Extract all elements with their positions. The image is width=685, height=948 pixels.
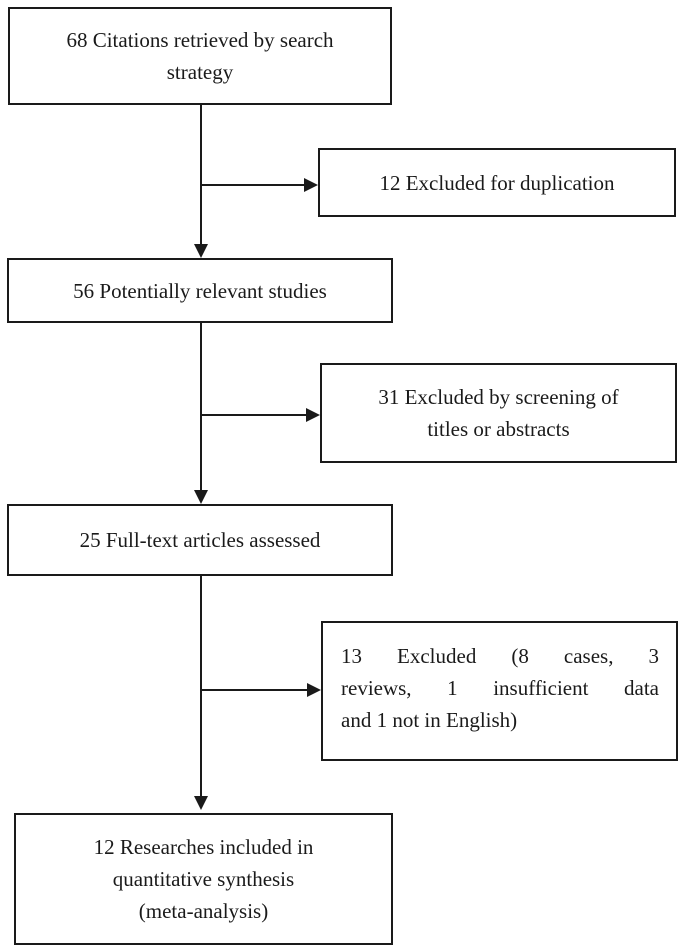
box-excluded-duplication: 12 Excluded for duplication bbox=[318, 148, 676, 217]
connector-citations-to-relevant bbox=[200, 105, 202, 244]
box-text-line: (meta-analysis) bbox=[138, 899, 269, 923]
box-excluded-screening: 31 Excluded by screening of titles or ab… bbox=[320, 363, 677, 463]
arrow-down-icon bbox=[194, 796, 208, 810]
connector-to-excluded-screening bbox=[201, 414, 306, 416]
box-excluded-fulltext: 13 Excluded (8 cases, 3 reviews, 1 insuf… bbox=[321, 621, 678, 761]
box-text-line: titles or abstracts bbox=[427, 417, 570, 441]
box-text-line: 13 Excluded (8 cases, 3 bbox=[341, 644, 659, 668]
arrow-right-icon bbox=[306, 408, 320, 422]
box-text-line: 12 Excluded for duplication bbox=[379, 170, 615, 195]
box-included-meta-analysis: 12 Researches included in quantitative s… bbox=[14, 813, 393, 945]
connector-fulltext-to-included bbox=[200, 576, 202, 796]
arrow-right-icon bbox=[307, 683, 321, 697]
arrow-down-icon bbox=[194, 490, 208, 504]
connector-to-excluded-duplication bbox=[201, 184, 304, 186]
box-text-line: reviews, 1 insufficient data bbox=[341, 676, 659, 700]
box-fulltext-assessed: 25 Full-text articles assessed bbox=[7, 504, 393, 576]
connector-to-excluded-fulltext bbox=[201, 689, 307, 691]
box-text-line: and 1 not in English) bbox=[341, 708, 518, 732]
box-text-line: 31 Excluded by screening of bbox=[378, 385, 619, 409]
box-text-line: 12 Researches included in bbox=[93, 835, 314, 859]
box-text-line: 25 Full-text articles assessed bbox=[79, 528, 321, 552]
box-text-line: strategy bbox=[166, 60, 234, 84]
box-citations-retrieved: 68 Citations retrieved by search strateg… bbox=[8, 7, 392, 105]
box-text-line: 56 Potentially relevant studies bbox=[73, 278, 327, 303]
connector-relevant-to-fulltext bbox=[200, 323, 202, 490]
arrow-down-icon bbox=[194, 244, 208, 258]
arrow-right-icon bbox=[304, 178, 318, 192]
box-potentially-relevant: 56 Potentially relevant studies bbox=[7, 258, 393, 323]
box-text-line: 68 Citations retrieved by search bbox=[66, 28, 334, 52]
box-text-line: quantitative synthesis bbox=[112, 867, 295, 891]
